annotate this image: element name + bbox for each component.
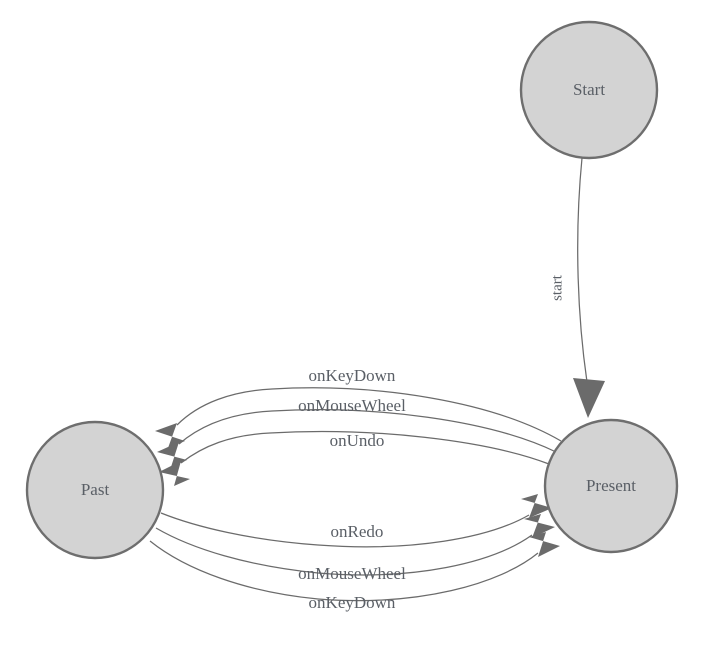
arrowhead-present-to-past-onkeydown	[155, 423, 185, 448]
arrowhead-past-to-present-onkeydown	[529, 532, 560, 557]
edge-label-past-present-onkeydown: onKeyDown	[309, 593, 396, 612]
edge-past-to-present-onredo[interactable]: onRedo	[160, 494, 552, 548]
edge-present-to-past-onundo-path	[180, 430, 550, 465]
node-past-label: Past	[81, 480, 110, 499]
edge-past-to-present-onmousewheel-path	[155, 527, 533, 576]
edge-past-to-present-onkeydown-path	[149, 540, 539, 602]
node-present-circle	[543, 418, 679, 554]
node-present-label: Present	[586, 476, 636, 495]
edge-present-to-past-onundo[interactable]: onUndo	[159, 430, 550, 486]
edge-past-to-present-onredo-path	[160, 512, 530, 548]
edge-present-to-past-onkeydown-path	[176, 387, 562, 442]
arrowhead-past-to-present-onredo	[521, 494, 552, 518]
edge-label-present-past-onkeydown: onKeyDown	[309, 366, 396, 385]
arrowhead-present-to-past-onundo	[159, 461, 190, 486]
node-start-circle	[519, 20, 659, 160]
edge-label-past-present-onredo: onRedo	[331, 522, 384, 541]
edge-present-to-past-onkeydown[interactable]: onKeyDown	[155, 366, 562, 448]
edge-past-to-present-onmousewheel[interactable]: onMouseWheel	[155, 514, 555, 583]
node-start[interactable]: Start	[519, 20, 659, 160]
edge-past-to-present-onkeydown[interactable]: onKeyDown	[149, 532, 560, 612]
edge-label-start: start	[549, 274, 565, 301]
arrowhead-start-to-present	[573, 378, 605, 418]
node-present[interactable]: Present	[543, 418, 679, 554]
edge-start-to-present[interactable]: start	[549, 157, 605, 418]
edge-label-present-past-onmousewheel: onMouseWheel	[298, 396, 406, 415]
edge-present-to-past-onmousewheel-path	[178, 409, 557, 453]
edge-label-present-past-onundo: onUndo	[330, 431, 385, 450]
edge-label-past-present-onmousewheel: onMouseWheel	[298, 564, 406, 583]
arrowhead-present-to-past-onmousewheel	[157, 442, 187, 467]
edge-present-to-past-onmousewheel[interactable]: onMouseWheel	[157, 396, 557, 467]
node-start-label: Start	[573, 80, 605, 99]
node-past[interactable]: Past	[25, 420, 165, 560]
arrowhead-past-to-present-onmousewheel	[524, 514, 555, 538]
node-past-circle	[25, 420, 165, 560]
edge-start-to-present-path	[577, 157, 588, 383]
